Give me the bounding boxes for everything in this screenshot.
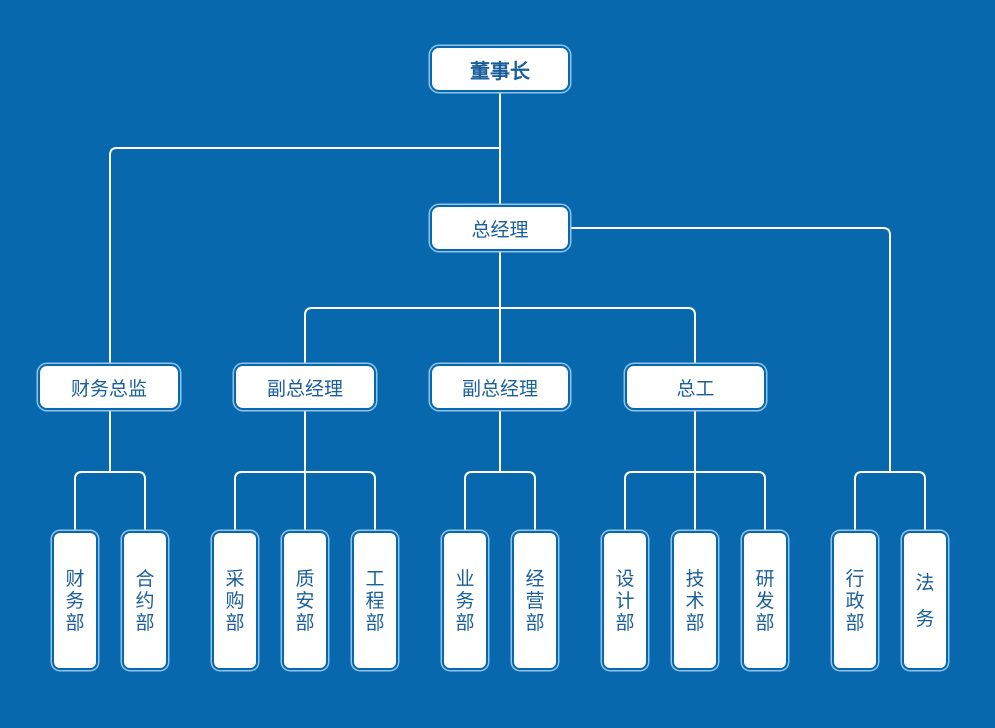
line-direct-children bbox=[854, 471, 926, 532]
line-dgm2-children bbox=[464, 407, 536, 532]
line-deputies-bar bbox=[304, 307, 696, 366]
department-box-finance[interactable]: 财务部 bbox=[54, 533, 96, 668]
deputy-general-manager-box[interactable]: 副总经理 bbox=[432, 366, 568, 408]
department-box-business[interactable]: 业务部 bbox=[444, 533, 486, 668]
deputy-general-manager-box[interactable]: 副总经理 bbox=[236, 366, 374, 408]
department-box-operations[interactable]: 经营部 bbox=[514, 533, 556, 668]
department-box-legal[interactable]: 法务 bbox=[904, 533, 946, 668]
chief-engineer-box[interactable]: 总工 bbox=[627, 366, 764, 408]
line-fd-children bbox=[74, 407, 146, 532]
general-manager-box[interactable]: 总经理 bbox=[432, 207, 568, 249]
financial-director-box[interactable]: 财务总监 bbox=[40, 366, 178, 408]
chairman-box[interactable]: 董事长 bbox=[432, 48, 568, 90]
department-box-engineering[interactable]: 工程部 bbox=[354, 533, 396, 668]
department-box-design[interactable]: 设计部 bbox=[604, 533, 646, 668]
department-box-quality-safety[interactable]: 质安部 bbox=[284, 533, 326, 668]
line-dgm1-children bbox=[234, 407, 376, 532]
department-box-procurement[interactable]: 采购部 bbox=[214, 533, 256, 668]
department-box-rnd[interactable]: 研发部 bbox=[744, 533, 786, 668]
line-chairman-financial-director bbox=[109, 147, 501, 366]
line-ce-children bbox=[624, 407, 766, 532]
department-box-technology[interactable]: 技术部 bbox=[674, 533, 716, 668]
department-box-contract[interactable]: 合约部 bbox=[124, 533, 166, 668]
line-gm-direct-departments bbox=[569, 227, 891, 473]
department-box-administration[interactable]: 行政部 bbox=[834, 533, 876, 668]
